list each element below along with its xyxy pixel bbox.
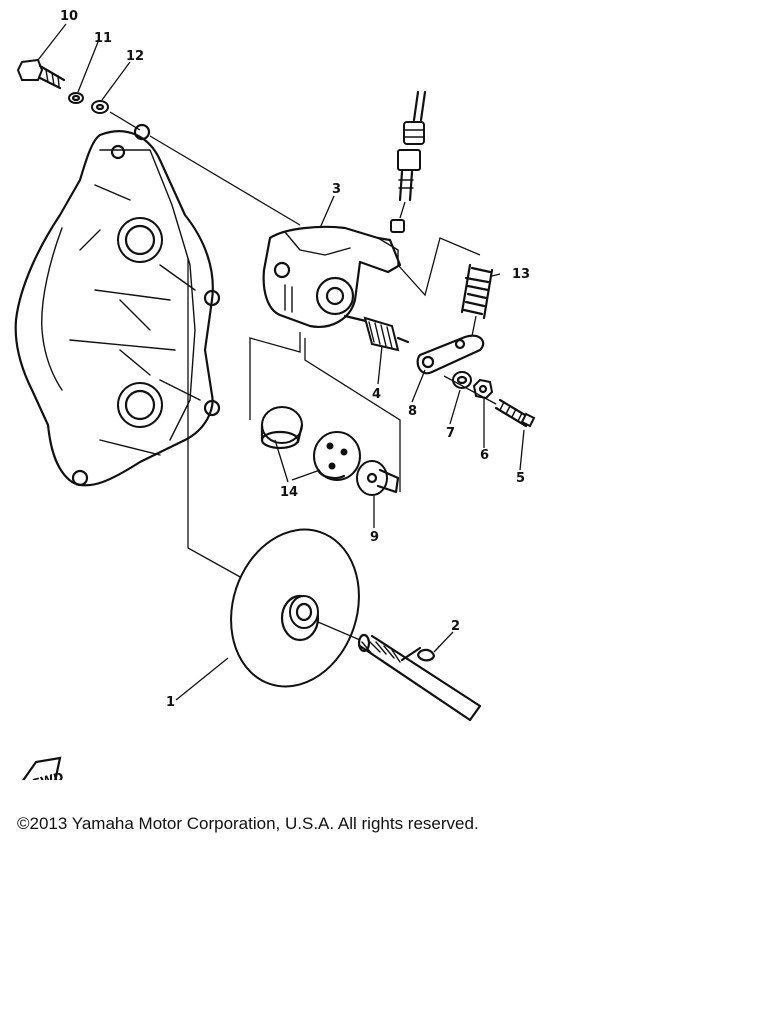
forward-direction-mark: FWD [22, 756, 65, 780]
callout-5: 5 [516, 471, 525, 486]
callout-8: 8 [408, 404, 417, 419]
lock-washer-11 [68, 92, 84, 104]
callout-4: 4 [372, 387, 381, 402]
flanged-shaft-9 [356, 460, 400, 496]
callout-7: 7 [446, 426, 455, 441]
screw-5 [443, 375, 536, 428]
callout-6: 6 [480, 448, 489, 463]
callout-9-lower: 9 [370, 530, 379, 545]
weights-14 [260, 406, 361, 481]
pulley-disc-1 [230, 528, 360, 688]
lock-washer-11-hole [71, 94, 81, 102]
exploded-parts-diagram: 10 11 12 3 13 4 8 7 6 5 14 9 2 1 FWD [14, 9, 536, 780]
governor-housing-3 [262, 225, 402, 328]
disc-guide-line [187, 258, 243, 579]
callout-12: 12 [126, 49, 144, 64]
throttle-cable [390, 90, 427, 233]
spring-guide-line [397, 237, 481, 297]
callout-13: 13 [512, 267, 530, 282]
spring-13 [460, 263, 494, 337]
copyright-notice: ©2013 Yamaha Motor Corporation, U.S.A. A… [17, 814, 479, 833]
group-bracket [249, 332, 401, 492]
callout-14: 14 [280, 485, 298, 500]
housing-cover [14, 123, 221, 487]
washer-12-hole [95, 103, 105, 111]
bolt-axis-line [109, 111, 301, 226]
callout-11: 11 [94, 31, 112, 46]
callout-1: 1 [166, 695, 175, 710]
washer-7-hole [456, 375, 468, 385]
washer-12 [91, 100, 109, 114]
drive-shaft [317, 621, 482, 722]
callout-10: 10 [60, 9, 78, 24]
nut-6 [472, 378, 494, 400]
callout-2: 2 [451, 619, 460, 634]
clip-2 [416, 648, 436, 662]
worm-gear-4 [343, 314, 410, 352]
lever-8 [416, 334, 485, 375]
callout-3: 3 [332, 182, 341, 197]
fwd-label: FWD [31, 769, 65, 780]
bolt-10 [16, 58, 66, 90]
leader-lines [37, 23, 525, 701]
